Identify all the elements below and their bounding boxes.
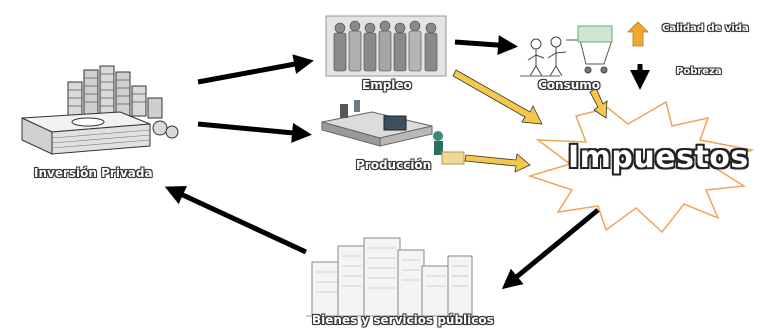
label-empleo: Empleo	[362, 78, 412, 92]
impuestos-starburst	[527, 100, 755, 234]
coin-stacks	[67, 65, 163, 119]
label-pobreza: Pobreza	[676, 66, 722, 77]
arrow-consumo-to-impuestos	[589, 87, 608, 119]
label-bienes-servicios-publicos: Bienes y servicios públicos	[312, 313, 494, 327]
label-consumo: Consumo	[538, 78, 601, 92]
arrow-empleo-to-impuestos	[452, 69, 543, 125]
label-calidad-de-vida: Calidad de vida	[662, 23, 749, 34]
label-inversion-privada: Inversión Privada	[34, 166, 153, 180]
calidad-up-arrow	[627, 21, 649, 47]
arrow-inversion-to-produccion	[197, 121, 312, 143]
shopping-cart-illustration	[520, 25, 613, 77]
arrow-empleo-to-consumo	[454, 35, 518, 56]
label-impuestos: Impuestos	[568, 140, 749, 175]
arrow-produccion-to-impuestos	[464, 153, 531, 173]
black-arrows	[164, 35, 650, 290]
money-stacks-illustration	[21, 65, 179, 155]
yellow-arrows	[452, 69, 608, 173]
bill-stacks	[21, 111, 179, 155]
arrow-impuestos-to-bienes	[501, 208, 600, 290]
workers-illustration	[325, 15, 447, 77]
production-line-illustration	[321, 100, 465, 165]
arrow-bienes-to-inversion	[164, 185, 308, 255]
arrow-inversion-to-empleo	[197, 54, 314, 85]
label-produccion: Producción	[356, 158, 432, 172]
city-buildings-illustration	[306, 237, 478, 317]
